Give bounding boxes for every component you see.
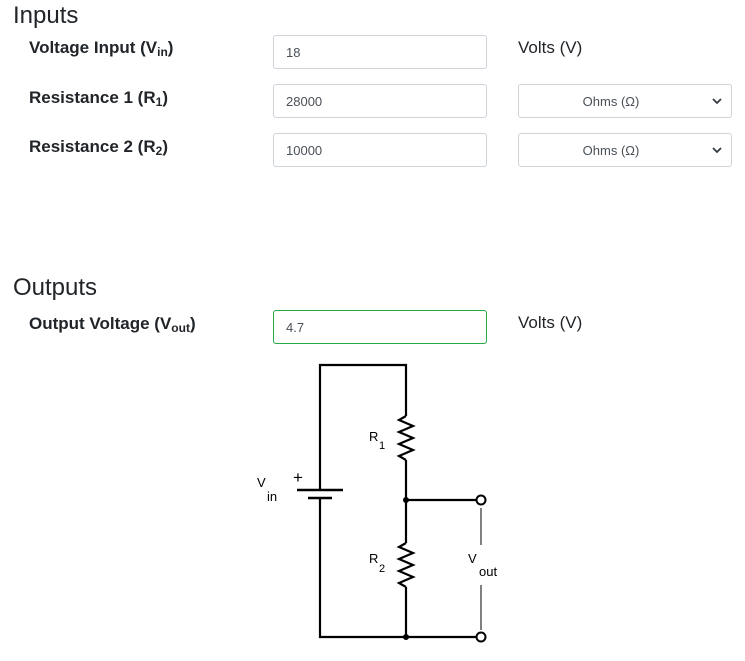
resistor-2-symbol xyxy=(396,542,416,588)
chevron-down-icon xyxy=(712,98,722,105)
voltage-input-field[interactable] xyxy=(273,35,487,69)
junction-dot xyxy=(403,497,409,503)
vout-subscript: out xyxy=(479,564,497,579)
voltage-unit-label: Volts (V) xyxy=(518,38,583,57)
output-voltage-unit-label: Volts (V) xyxy=(518,313,583,332)
chevron-down-icon xyxy=(712,147,722,154)
resistance-2-label: Resistance 2 (R2) xyxy=(29,137,168,158)
resistor-1-symbol xyxy=(396,415,416,461)
vout-terminal-bottom xyxy=(475,631,487,643)
resistance-2-unit-select[interactable]: Ohms (Ω) xyxy=(518,133,732,167)
vout-label: V xyxy=(468,551,477,566)
outputs-heading: Outputs xyxy=(13,274,98,301)
battery-plus-sign: + xyxy=(293,468,303,487)
junction-dot xyxy=(403,634,409,640)
resistance-1-unit-select[interactable]: Ohms (Ω) xyxy=(518,84,732,118)
r1-label: R xyxy=(369,429,378,444)
vin-label: V xyxy=(257,475,266,490)
inputs-heading: Inputs xyxy=(13,2,79,29)
r1-subscript: 1 xyxy=(379,440,385,452)
r2-subscript: 2 xyxy=(379,563,385,575)
top-wire xyxy=(318,363,408,490)
resistance-2-field[interactable] xyxy=(273,133,487,167)
resistance-1-field[interactable] xyxy=(273,84,487,118)
output-voltage-field[interactable] xyxy=(273,310,487,344)
output-voltage-label: Output Voltage (Vout) xyxy=(29,314,196,335)
resistance-2-unit-value: Ohms (Ω) xyxy=(582,142,640,158)
r2-label: R xyxy=(369,551,378,566)
resistance-1-label: Resistance 1 (R1) xyxy=(29,88,168,109)
voltage-input-label: Voltage Input (Vin) xyxy=(29,38,174,59)
resistance-1-unit-value: Ohms (Ω) xyxy=(582,93,640,109)
vout-terminal-top xyxy=(475,494,487,506)
bottom-wire xyxy=(318,498,408,639)
vin-subscript: in xyxy=(267,489,277,504)
